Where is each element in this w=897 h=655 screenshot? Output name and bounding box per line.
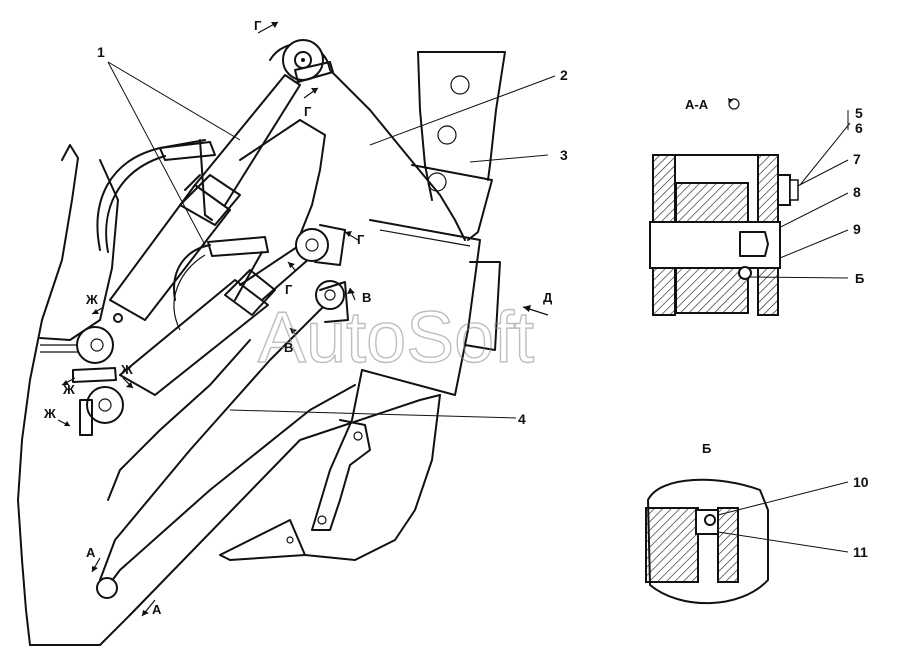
view-label-zh-1: Ж bbox=[85, 292, 98, 307]
view-label-zh-3: Ж bbox=[120, 362, 133, 377]
section-aa-title: А-А bbox=[685, 97, 709, 112]
lower-beam bbox=[96, 299, 441, 616]
callout-10: 10 bbox=[853, 474, 869, 490]
callout-7: 7 bbox=[853, 151, 861, 167]
watermark: AutoSoft bbox=[258, 298, 534, 378]
o-ring bbox=[704, 514, 716, 526]
callout-4: 4 bbox=[518, 411, 526, 427]
callout-6: 6 bbox=[855, 120, 863, 136]
hydraulic-hoses bbox=[96, 139, 269, 301]
view-label-v-left: В bbox=[284, 340, 293, 355]
section-aa bbox=[649, 154, 799, 316]
view-label-b: Б bbox=[855, 271, 864, 286]
shank-beam bbox=[311, 51, 506, 531]
view-label-g-mid: Г bbox=[357, 232, 365, 247]
hydraulic-cylinder-upper bbox=[109, 74, 301, 323]
callout-5: 5 bbox=[855, 105, 863, 121]
view-arrows bbox=[57, 21, 549, 617]
lower-pin bbox=[96, 577, 118, 599]
callout-11: 11 bbox=[853, 544, 868, 560]
detail-b-title: Б bbox=[702, 441, 711, 456]
view-label-zh-2: Ж bbox=[62, 382, 75, 397]
callout-9: 9 bbox=[853, 221, 861, 237]
callout-8: 8 bbox=[853, 184, 861, 200]
view-label-g-small: Г bbox=[285, 282, 293, 297]
view-label-g-top2: Г bbox=[304, 104, 312, 119]
callout-1: 1 bbox=[97, 44, 105, 60]
view-label-d: Д bbox=[543, 290, 553, 305]
view-label-v-right: В bbox=[362, 290, 371, 305]
ripper-tooth bbox=[219, 519, 306, 561]
callout-2: 2 bbox=[560, 67, 568, 83]
view-label-g-top: Г bbox=[254, 18, 262, 33]
callout-3: 3 bbox=[560, 147, 568, 163]
view-label-a-up: А bbox=[86, 545, 96, 560]
ripper-frame bbox=[239, 39, 466, 241]
pivot-pins bbox=[72, 61, 349, 436]
view-label-zh-4: Ж bbox=[43, 406, 56, 421]
leader-lines bbox=[107, 61, 851, 553]
view-label-a-down: А bbox=[152, 602, 162, 617]
grease-fitting bbox=[739, 231, 769, 257]
detail-b bbox=[645, 478, 769, 605]
